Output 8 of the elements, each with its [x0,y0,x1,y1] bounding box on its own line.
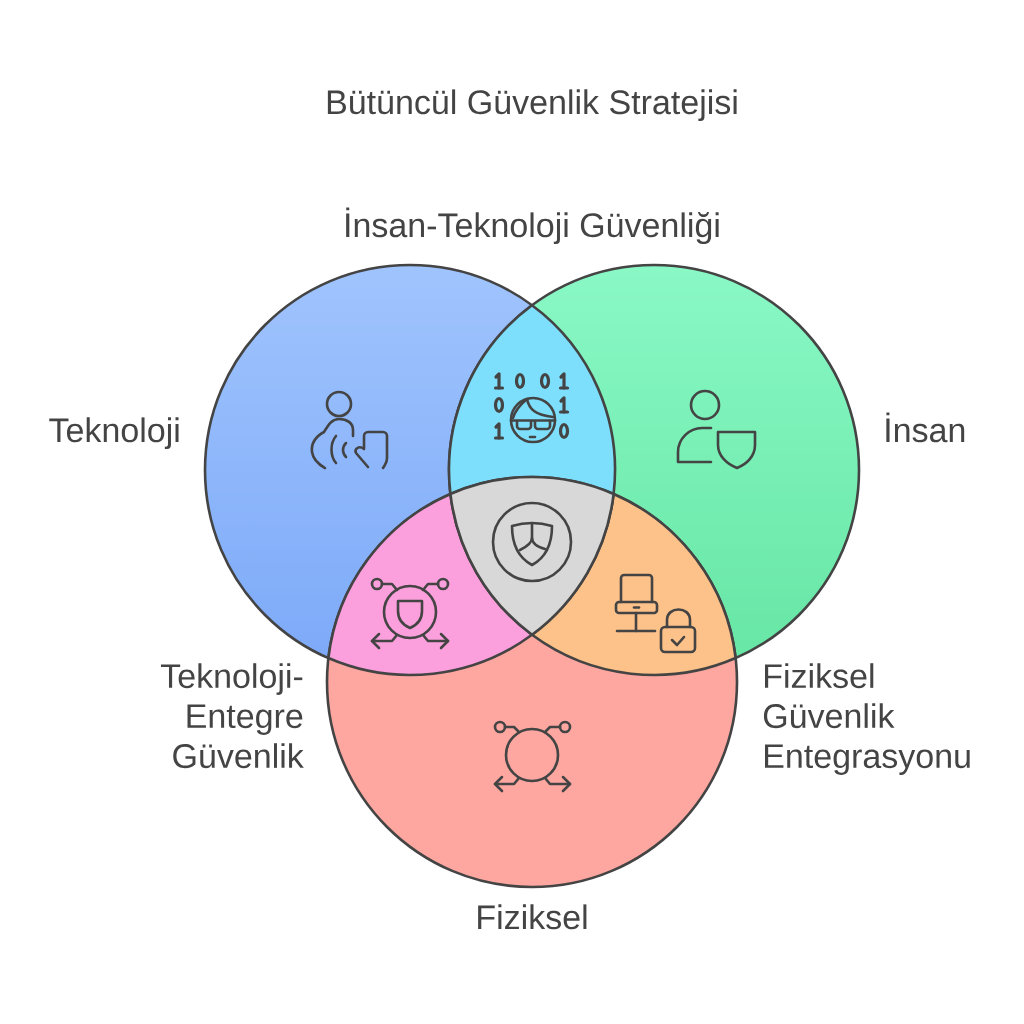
region-label: Teknoloji-Entegre Güvenlik [160,663,304,769]
overlap-region [449,475,615,637]
region-label: İnsan-Teknoloji Güvenliği [346,207,719,245]
region-label: Fiziksel Güvenlik Entegrasyonu [763,663,970,775]
set-label: İnsan [886,412,965,443]
set-label: Fiziksel [478,904,587,930]
diagram-title: Bütüncül Güvenlik Stratejisi [327,89,737,122]
set-label: Teknoloji [49,417,179,450]
